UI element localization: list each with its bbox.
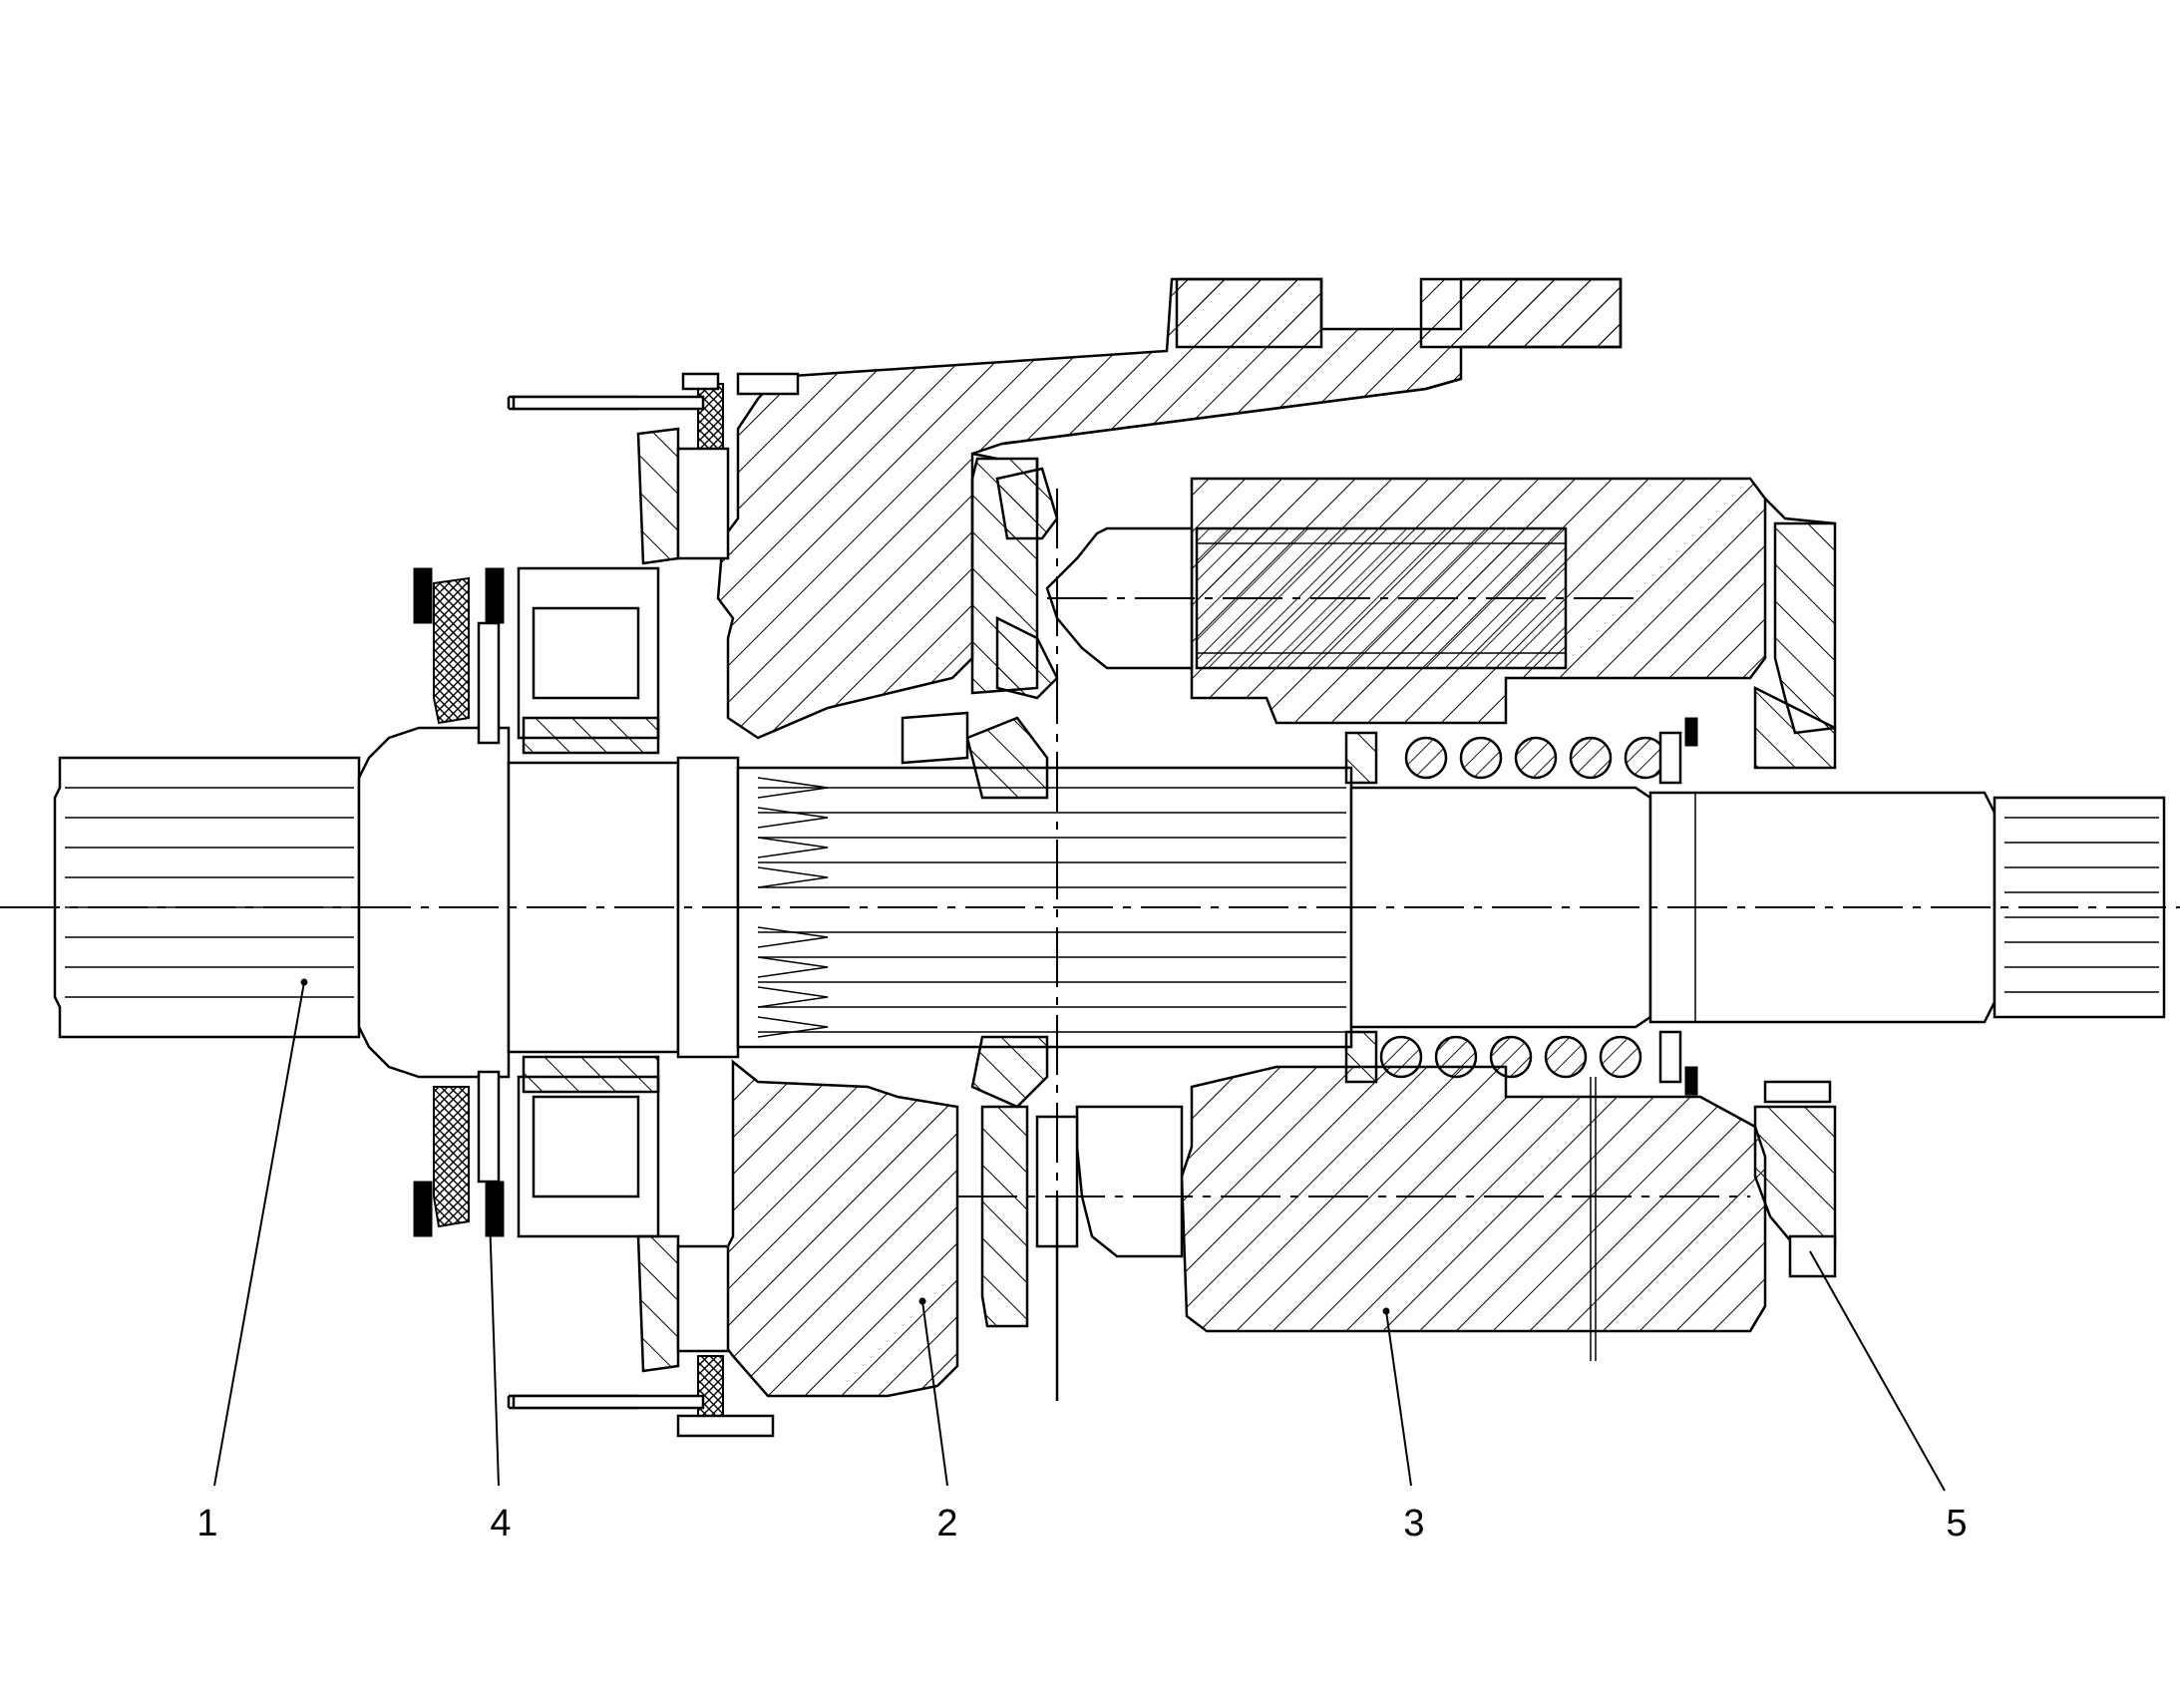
center-spring (1344, 717, 1698, 1096)
callout-label-3: 3 (1403, 1503, 1424, 1544)
housing-lower (716, 1059, 959, 1398)
piston-lower (980, 1105, 1184, 1328)
callout-label-5: 5 (1946, 1503, 1967, 1544)
leader-5 (1809, 1250, 1946, 1492)
leader-1 (213, 981, 305, 1487)
shaft-splines-right (2004, 817, 2159, 993)
shaft-splines-mid (757, 777, 1346, 1038)
mounting-studs (512, 395, 705, 1410)
outline-details (971, 377, 1836, 1401)
leader-4 (488, 1186, 500, 1487)
callout-labels: 1 4 2 3 5 (196, 1503, 1967, 1544)
port-plate-upper (970, 457, 1059, 700)
end-cover-right (1753, 521, 1837, 1278)
callout-label-4: 4 (490, 1503, 511, 1544)
retainer-plate (901, 711, 1049, 1109)
leader-2 (921, 1300, 948, 1487)
flange-bearings (507, 372, 800, 1438)
callout-label-2: 2 (936, 1503, 957, 1544)
front-bearing-assembly (413, 566, 660, 1238)
leader-3 (1385, 1310, 1412, 1487)
callout-label-1: 1 (196, 1503, 217, 1544)
drive-shaft (53, 726, 2166, 1079)
callout-leaders (213, 978, 1946, 1492)
